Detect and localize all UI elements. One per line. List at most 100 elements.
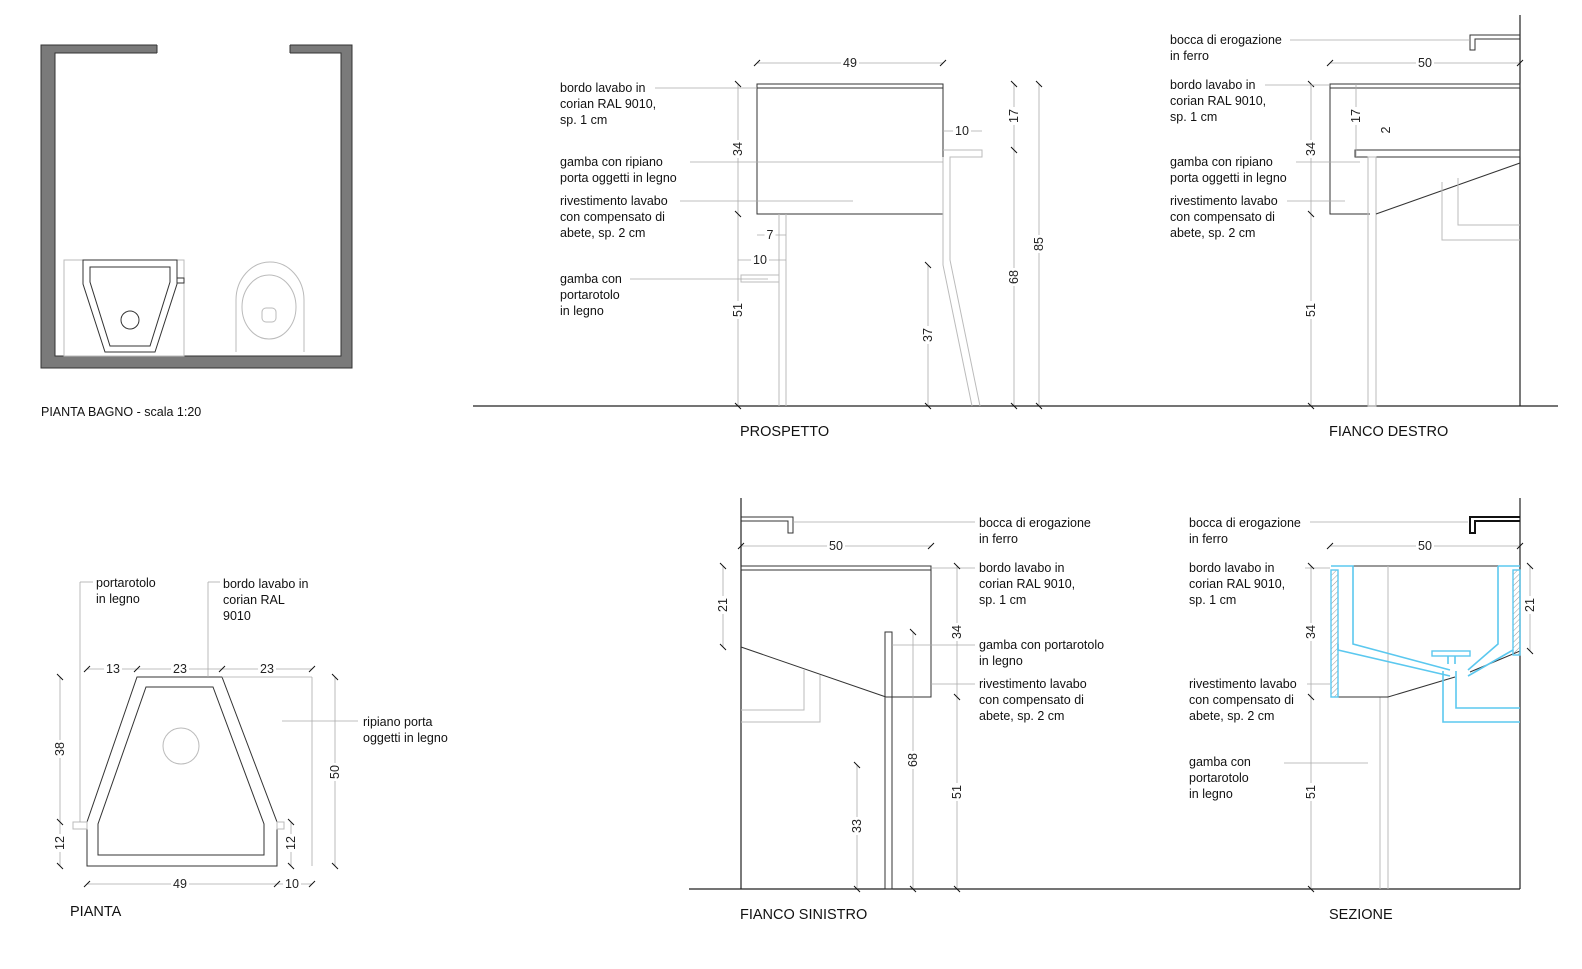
dimension-value: 21 [716, 598, 730, 612]
dimension-value: 38 [53, 742, 67, 756]
plan-toilet-icon [235, 261, 305, 352]
dimension-label-background [1304, 301, 1318, 319]
dimension-label-background [764, 228, 776, 242]
view-title: FIANCO SINISTRO [740, 907, 867, 923]
plan-sink-icon [63, 259, 185, 357]
dimension-label-background [1032, 235, 1046, 253]
dimension-value: 12 [53, 836, 67, 850]
dimension-value: 68 [1007, 270, 1021, 284]
dimension-value: 51 [1304, 785, 1318, 799]
dimension-label-background [716, 596, 730, 614]
bathroom-plan: PIANTA BAGNO - scala 1:20 [40, 44, 353, 419]
dimension-label-background [283, 877, 301, 891]
dimension-label-background [827, 539, 845, 553]
dimension-label-background [328, 763, 342, 781]
dimension-label-background [731, 140, 745, 158]
dimension-value: 68 [906, 753, 920, 767]
dimension-value: 50 [1418, 539, 1432, 553]
dimension-value: 49 [843, 56, 857, 70]
dimension-label-background [906, 751, 920, 769]
dimension-label-background [1304, 140, 1318, 158]
view-title: FIANCO DESTRO [1329, 424, 1448, 440]
dimension-label-background [950, 783, 964, 801]
dimension-value: 49 [173, 877, 187, 891]
dimension-value: 13 [106, 662, 120, 676]
view-title: SEZIONE [1329, 907, 1393, 923]
view-title: PROSPETTO [740, 424, 829, 440]
bathroom-plan-title: PIANTA BAGNO - scala 1:20 [41, 405, 201, 419]
dimension-label-background [953, 124, 971, 138]
dimension-value: 51 [950, 785, 964, 799]
dimension-label-background [1379, 124, 1393, 136]
view-title: PIANTA [70, 904, 122, 920]
dimension-value: 51 [1304, 303, 1318, 317]
dimension-value: 17 [1007, 109, 1021, 123]
dimension-label-background [731, 301, 745, 319]
dimension-value: 33 [850, 819, 864, 833]
dimension-label-background [53, 834, 67, 852]
dimension-label-background [171, 877, 189, 891]
dimension-label-background [1416, 539, 1434, 553]
dimension-value: 12 [284, 836, 298, 850]
dimension-value: 34 [950, 625, 964, 639]
dimension-value: 2 [1379, 126, 1393, 133]
dimension-value: 51 [731, 303, 745, 317]
dimension-label-background [171, 662, 189, 676]
dimension-label-background [1007, 107, 1021, 125]
dimension-value: 10 [955, 124, 969, 138]
dimension-value: 34 [1304, 625, 1318, 639]
dimension-label-background [284, 834, 298, 852]
dimension-value: 23 [173, 662, 187, 676]
dimension-value: 50 [829, 539, 843, 553]
dimension-label-background [850, 817, 864, 835]
dimension-label-background [1349, 107, 1363, 125]
prospetto-dimensions: 49 34 10 17 7 10 51 37 68 85 [731, 56, 1046, 344]
dimension-label-background [841, 56, 859, 70]
dimension-value: 34 [1304, 142, 1318, 156]
dimension-value: 10 [753, 253, 767, 267]
dimension-label-background [1523, 596, 1537, 614]
dimension-value: 21 [1523, 598, 1537, 612]
dimension-value: 50 [328, 765, 342, 779]
section-sink-blue [1330, 565, 1521, 723]
dimension-value: 85 [1032, 237, 1046, 251]
dimension-label-background [1007, 268, 1021, 286]
dimension-value: 10 [285, 877, 299, 891]
dimension-value: 17 [1349, 109, 1363, 123]
dimension-value: 50 [1418, 56, 1432, 70]
dimension-label-background [53, 740, 67, 758]
dimension-value: 34 [731, 142, 745, 156]
dimension-label-background [1304, 783, 1318, 801]
dimension-value: 23 [260, 662, 274, 676]
dimension-label-background [751, 253, 769, 267]
dimension-label-background [1416, 56, 1434, 70]
dimension-value: 37 [921, 328, 935, 342]
dimension-value: 7 [767, 228, 774, 242]
dimension-label-background [1304, 623, 1318, 641]
